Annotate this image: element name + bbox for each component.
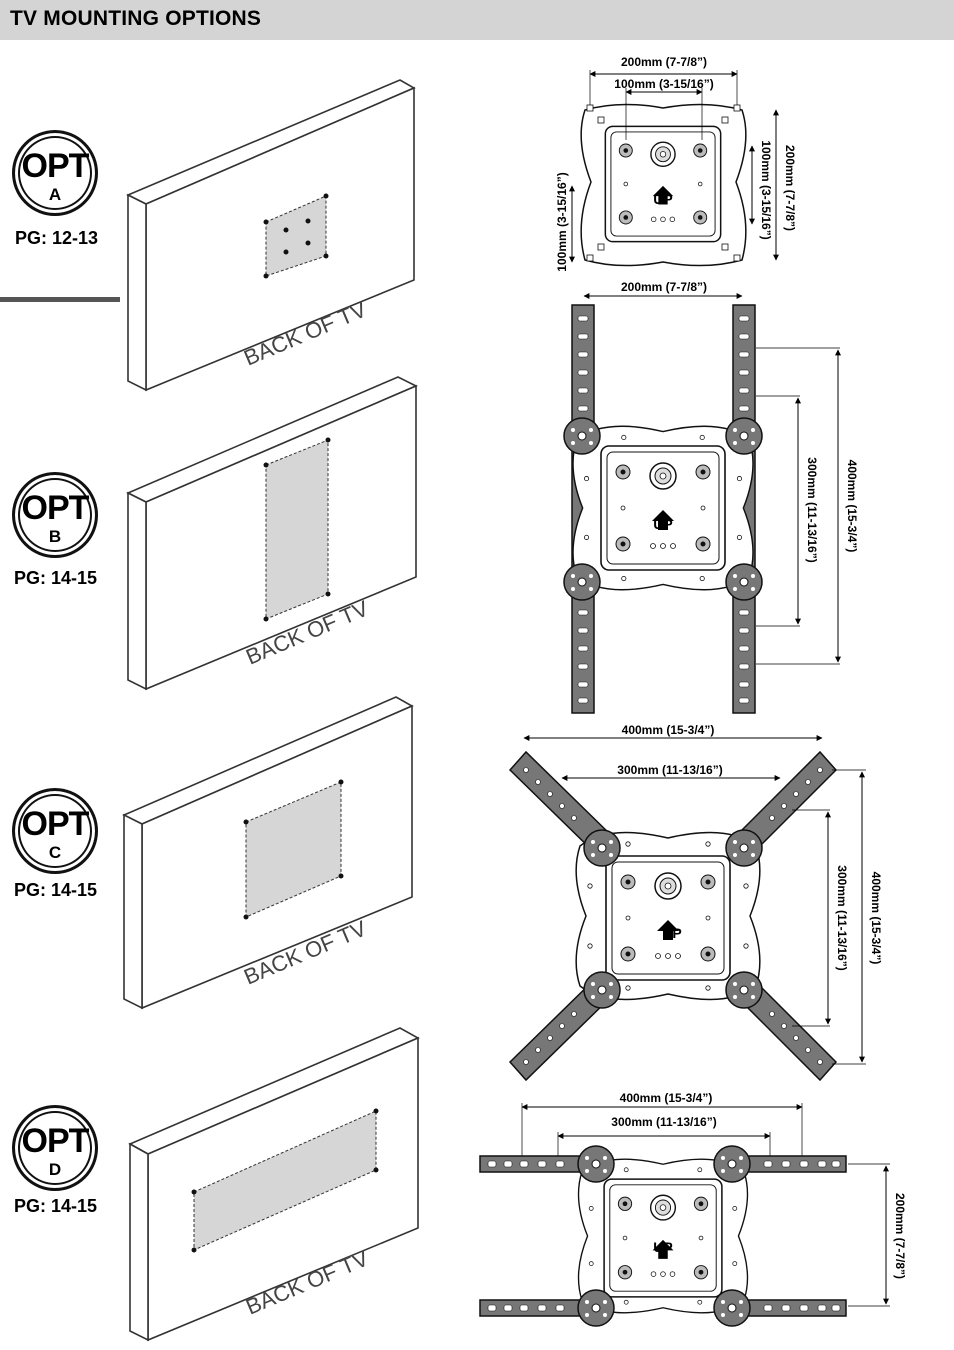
up-label: UP [653, 191, 672, 207]
opt-d-page-ref: PG: 14-15 [14, 1196, 98, 1216]
opt-letter: C [48, 843, 62, 862]
dim-d-top-inner: 300mm (11-13/16”) [611, 1115, 716, 1129]
dim-a-right-inner: 100mm (3-15/16”) [759, 140, 773, 239]
badge-ring [12, 788, 98, 874]
opt-c-page-ref: PG: 14-15 [14, 880, 98, 900]
opt-c-badge: OPT C [12, 788, 98, 874]
tv-back-a: BACK OF TV [126, 79, 416, 392]
dim-c-top-inner: 300mm (11-13/16”) [617, 763, 722, 777]
opt-a-page-ref: PG: 12-13 [15, 228, 99, 248]
dim-d-top-outer: 400mm (15-3/4”) [620, 1091, 713, 1105]
dim-d-right: 200mm (7-7/8”) [893, 1193, 907, 1279]
dim-a-right-outer: 200mm (7-7/8”) [783, 145, 797, 231]
diagram-c: 400mm (15-3/4”) 300mm (11-13/16”) UP 300… [508, 723, 883, 1082]
badge-ring [12, 472, 98, 558]
divider [0, 297, 120, 302]
diagram-d: 400mm (15-3/4”) 300mm (11-13/16”) UP [479, 1091, 907, 1327]
opt-label: OPT [21, 1122, 90, 1160]
title-bar: TV MOUNTING OPTIONS [0, 0, 954, 40]
dim-b-right-inner: 300mm (11-13/16”) [805, 457, 819, 562]
page-title: TV MOUNTING OPTIONS [10, 7, 262, 30]
badge-ring [12, 130, 98, 216]
opt-d-badge: OPT D [12, 1105, 98, 1191]
opt-letter: D [48, 1160, 62, 1179]
opt-label: OPT [21, 489, 90, 527]
opt-label: OPT [21, 805, 90, 843]
dim-c-right-inner: 300mm (11-13/16”) [835, 865, 849, 970]
opt-letter: B [48, 527, 62, 546]
dim-a-left: 100mm (3-15/16”) [555, 172, 569, 271]
tv-back-c: BACK OF TV [122, 696, 414, 1010]
tv-back-d: BACK OF TV [128, 1027, 420, 1342]
opt-b-badge: OPT B [12, 472, 98, 558]
dim-a-top-outer: 200mm (7-7/8”) [621, 55, 707, 69]
tv-back-b: BACK OF TV [126, 376, 418, 691]
diagram-a: UP 200mm (7-7/8”) 100mm (3-15/16”) 100mm… [555, 55, 797, 272]
opt-b-page-ref: PG: 14-15 [14, 568, 98, 588]
up-label: UP [653, 516, 672, 532]
diagram-b: 200mm (7-7/8”) UP 300mm (11-13/16”) 400m… [563, 280, 859, 714]
dim-c-top-outer: 400mm (15-3/4”) [622, 723, 715, 737]
dim-a-top-inner: 100mm (3-15/16”) [614, 77, 713, 91]
badge-ring [12, 1105, 98, 1191]
opt-a-badge: OPT A [12, 130, 98, 216]
opt-letter: A [48, 185, 62, 204]
dim-b-right-outer: 400mm (15-3/4”) [845, 460, 859, 553]
opt-label: OPT [21, 147, 90, 185]
up-label: UP [653, 1239, 672, 1255]
up-label: UP [662, 925, 681, 941]
dim-b-top: 200mm (7-7/8”) [621, 280, 707, 294]
dim-c-right-outer: 400mm (15-3/4”) [869, 872, 883, 965]
